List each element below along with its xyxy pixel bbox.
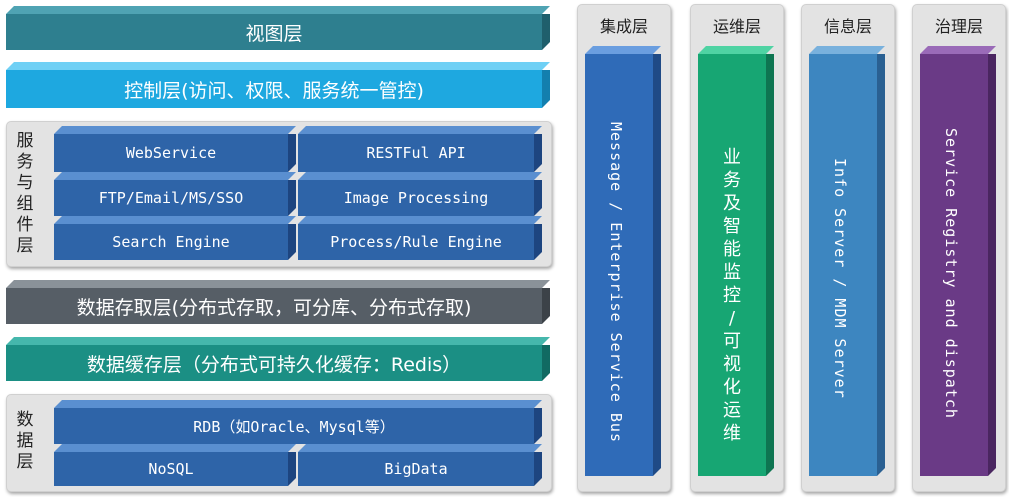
service-item-process-rule-engine: Process/Rule Engine	[298, 216, 542, 260]
governance-title: 治理层	[934, 17, 983, 36]
ops-title: 运维层	[712, 17, 761, 36]
control-layer: 控制层(访问、权限、服务统一管控)	[6, 62, 550, 108]
service-item-ftp-email: FTP/Email/MS/SSO	[54, 172, 296, 216]
data-cache-layer: 数据缓存层（分布式可持久化缓存：Redis）	[6, 337, 550, 381]
governance-text: Service Registry and dispatch	[942, 128, 960, 419]
view-layer: 视图层	[6, 6, 550, 50]
data-item-nosql: NoSQL	[54, 444, 296, 486]
integration-title: 集成层	[599, 17, 648, 36]
service-component-label: 服务与组件层	[16, 131, 34, 256]
ops-bar: 业务及智能监控 / 可视化运维	[698, 46, 774, 476]
service-item-search-engine: Search Engine	[54, 216, 296, 260]
info-text: Info Server / MDM Server	[831, 158, 849, 399]
info-title: 信息层	[823, 17, 872, 36]
service-item-image-processing: Image Processing	[298, 172, 542, 216]
data-access-layer: 数据存取层(分布式存取，可分库、分布式存取)	[6, 280, 550, 324]
control-layer-label: 控制层(访问、权限、服务统一管控)	[6, 70, 542, 108]
governance-bar: Service Registry and dispatch	[920, 46, 996, 476]
service-item-restful-api: RESTFul API	[298, 126, 542, 172]
data-cache-label: 数据缓存层（分布式可持久化缓存：Redis）	[6, 345, 542, 381]
data-item-rdb: RDB（如Oracle、Mysql等）	[54, 400, 542, 444]
integration-text: Message / Enterprise Service Bus	[607, 122, 625, 443]
ops-text: 业务及智能监控 / 可视化运维	[723, 147, 741, 444]
data-access-label: 数据存取层(分布式存取，可分库、分布式存取)	[6, 288, 542, 324]
integration-bar: Message / Enterprise Service Bus	[585, 46, 661, 476]
data-item-bigdata: BigData	[298, 444, 542, 486]
view-layer-label: 视图层	[6, 14, 542, 50]
data-layer-label: 数据层	[16, 410, 34, 472]
service-item-webservice: WebService	[54, 126, 296, 172]
info-bar: Info Server / MDM Server	[809, 46, 885, 476]
